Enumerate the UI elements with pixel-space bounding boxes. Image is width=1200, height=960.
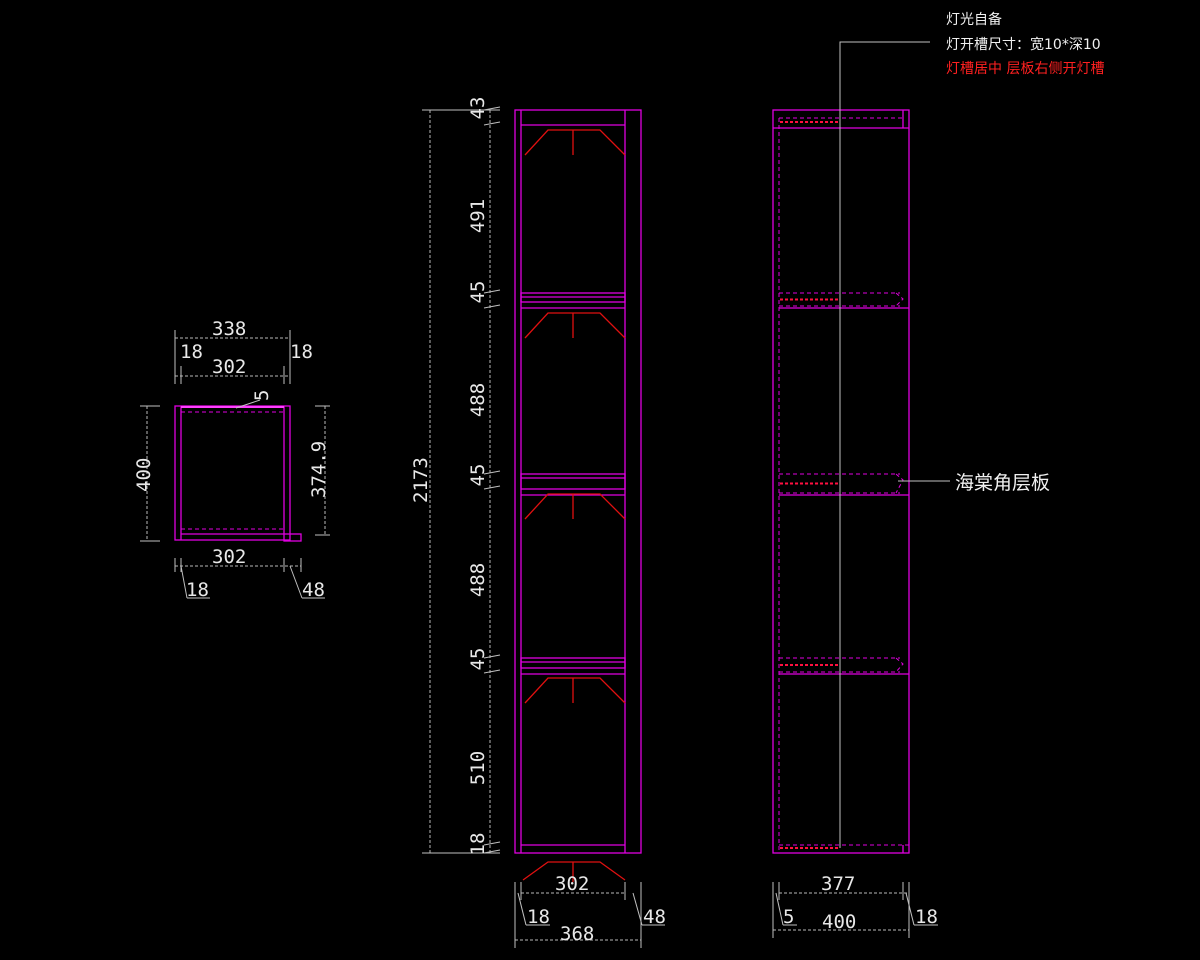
- dim-segment-height: 488: [467, 383, 489, 417]
- dim-side-front-panel: 18: [915, 906, 938, 928]
- side-shelf: [779, 473, 909, 496]
- dim-front-overall-width: 368: [560, 923, 594, 945]
- front-outline: [514, 109, 642, 854]
- front-shelf: [520, 292, 626, 309]
- side-shelf: [779, 657, 909, 675]
- dim-segment-height: 491: [467, 199, 489, 233]
- note-slot-size: 灯开槽尺寸：宽10*深10: [946, 36, 1101, 53]
- dim-segment-height: 18: [467, 833, 489, 856]
- note-light-self-provided: 灯光自备: [946, 11, 1002, 28]
- dim-front-right-panel: 48: [643, 906, 666, 928]
- dim-plan-bottom-left: 18: [186, 579, 209, 601]
- dim-side-inner-depth: 377: [821, 873, 855, 895]
- dim-plan-inner-depth: 374.9: [308, 441, 330, 498]
- note-slot-position: 灯槽居中 层板右侧开灯槽: [946, 61, 1104, 77]
- dim-plan-left-panel: 18: [180, 341, 203, 363]
- dim-segment-height: 43: [467, 97, 489, 120]
- side-elevation: 海棠角层板 377 5 400 18: [772, 41, 1050, 938]
- front-shelf: [520, 473, 626, 496]
- dim-segment-height: 45: [467, 648, 489, 671]
- light-note-leader: [839, 41, 930, 848]
- plan-foot: [283, 533, 302, 542]
- plan-outline: [174, 405, 291, 541]
- shelf-type-label: 海棠角层板: [955, 472, 1050, 494]
- dim-segment-height: 510: [467, 751, 489, 785]
- dim-total-height: 2173: [410, 457, 432, 503]
- dim-plan-inner-bottom: 302: [212, 546, 246, 568]
- dim-plan-bottom-right: 48: [302, 579, 325, 601]
- light-fixture-icon: [524, 493, 626, 520]
- dim-side-back-offset: 5: [783, 906, 794, 928]
- dim-front-inner-width: 302: [555, 873, 589, 895]
- notes: 灯光自备 灯开槽尺寸：宽10*深10 灯槽居中 层板右侧开灯槽: [946, 11, 1104, 77]
- side-shelf: [779, 292, 909, 309]
- dim-plan-overall: 338: [212, 318, 246, 340]
- dim-front-left-panel: 18: [527, 906, 550, 928]
- front-base-lamp: [522, 861, 626, 882]
- dim-side-depth: 400: [822, 911, 856, 933]
- light-fixture-icon: [524, 312, 626, 339]
- dim-plan-back-offset: 5: [251, 390, 273, 401]
- dim-plan-right-panel: 18: [290, 341, 313, 363]
- dim-segment-height: 45: [467, 464, 489, 487]
- plan-view: 338 18 18 302 5 400 374.9 302 18 48: [133, 318, 330, 601]
- dim-segment-height: 488: [467, 563, 489, 597]
- front-elevation: 2173 43 491 45 488 45 488 45 510 18 302 18 48 36…: [410, 97, 666, 948]
- front-shelf: [520, 657, 626, 675]
- dim-plan-depth: 400: [133, 458, 155, 492]
- light-fixture-icon: [524, 129, 626, 156]
- light-fixture-icon: [524, 677, 626, 704]
- dim-segment-height: 45: [467, 281, 489, 304]
- side-outline: [772, 109, 910, 854]
- dim-plan-inner-top: 302: [212, 356, 246, 378]
